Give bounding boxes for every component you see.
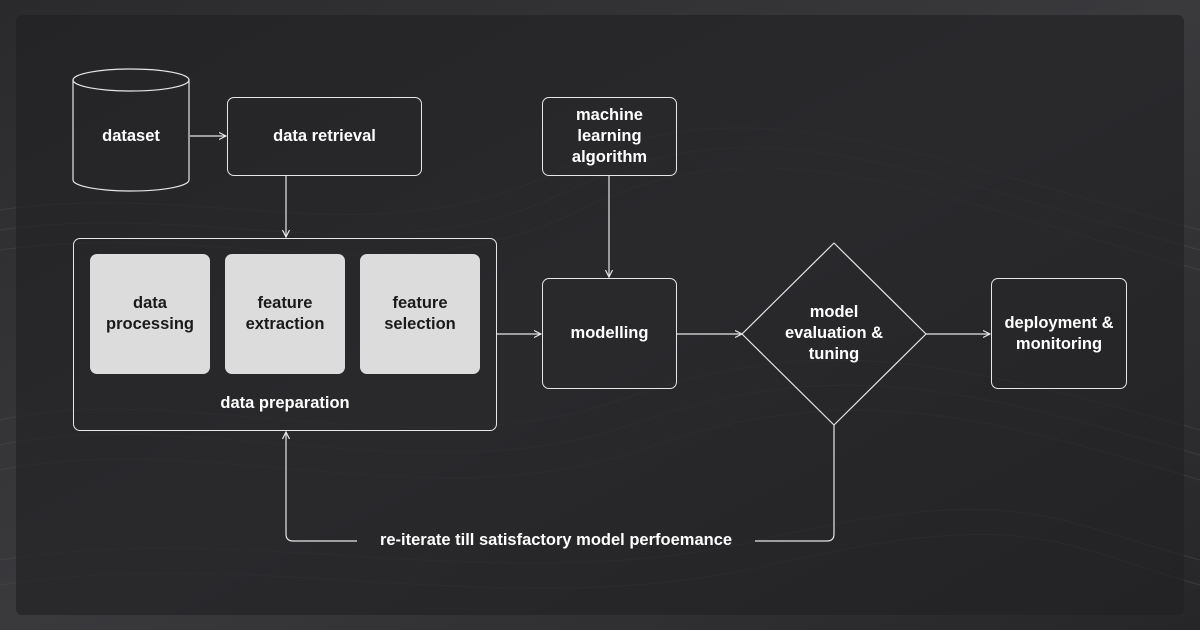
feature-extraction-chip: feature extraction	[225, 254, 345, 374]
data-retrieval-box: data retrieval	[227, 97, 422, 176]
modelling-label: modelling	[570, 324, 649, 342]
deployment-box: deployment & monitoring	[991, 278, 1127, 389]
ml-algorithm-label: machine learning algorithm	[571, 106, 648, 166]
diagram-panel	[16, 15, 1184, 615]
feedback-loop-left	[286, 432, 357, 542]
dataset-label: dataset	[102, 127, 160, 145]
modelling-box: modelling	[542, 278, 677, 389]
feature-selection-label: feature selection	[384, 294, 456, 333]
feedback-loop-right	[755, 425, 835, 542]
feedback-loop-label: re-iterate till satisfactory model perfo…	[379, 531, 733, 549]
dataset-cylinder	[72, 68, 190, 192]
feature-selection-chip: feature selection	[360, 254, 480, 374]
data-processing-label: data processing	[105, 294, 195, 333]
ml-algorithm-box: machine learning algorithm	[542, 97, 677, 176]
data-preparation-label: data preparation	[220, 394, 350, 412]
feature-extraction-label: feature extraction	[245, 294, 325, 333]
data-retrieval-label: data retrieval	[273, 127, 376, 145]
deployment-label: deployment & monitoring	[1004, 313, 1114, 353]
model-evaluation-label: model evaluation & tuning	[784, 303, 884, 363]
data-processing-chip: data processing	[90, 254, 210, 374]
data-preparation-box: data preparation	[73, 238, 497, 431]
